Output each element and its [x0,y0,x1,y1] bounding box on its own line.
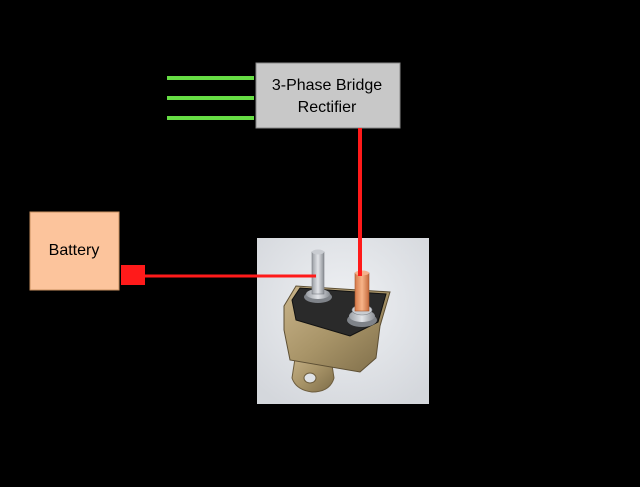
circuit-breaker-photo [257,238,429,404]
mounting-hole [303,372,317,384]
positive-wires [145,128,362,278]
rectifier-label-line1: 3-Phase Bridge [272,77,382,94]
phase-wires [167,76,254,120]
rectifier-label-line2: Rectifier [298,99,357,116]
right-terminal-stud [347,270,377,327]
battery-box: Battery [29,211,120,291]
rectifier-box: 3-Phase Bridge Rectifier [255,62,401,129]
left-terminal-stud [304,249,332,303]
battery-label: Battery [49,242,100,259]
battery-terminal [121,265,145,285]
